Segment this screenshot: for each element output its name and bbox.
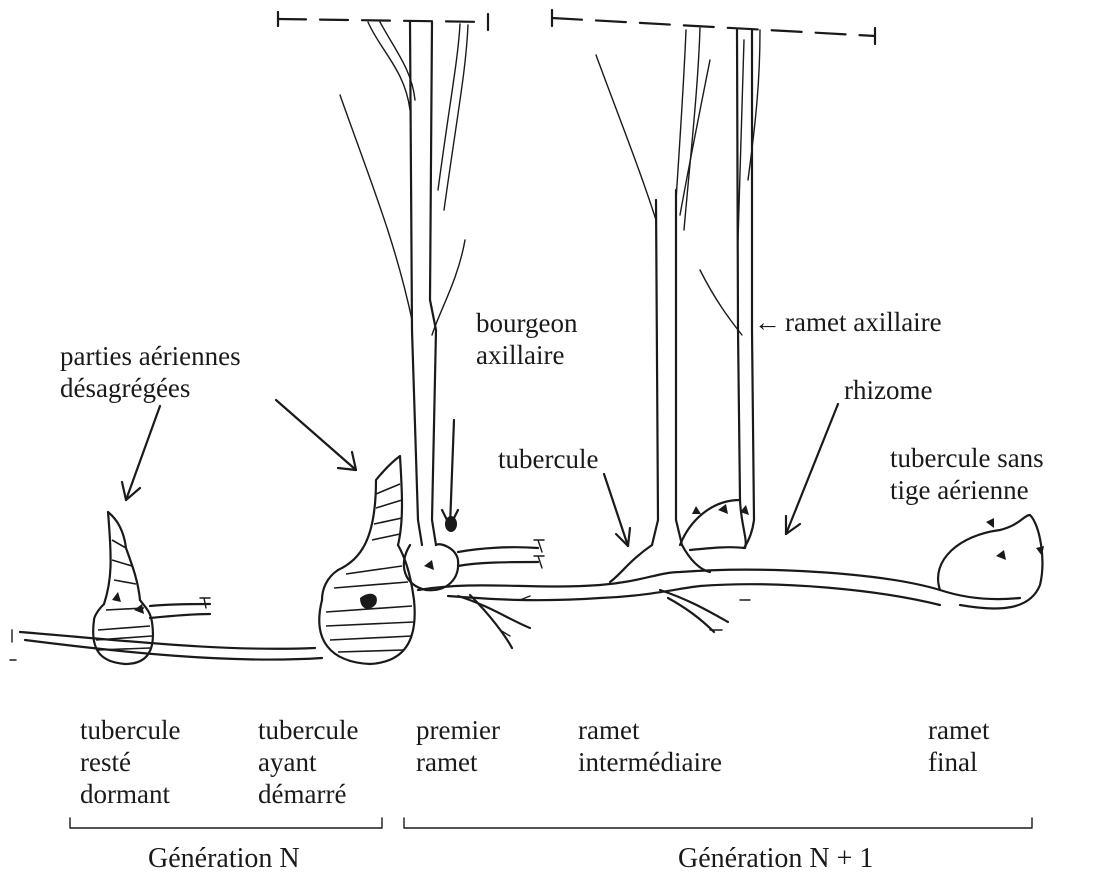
label-ramet-axillaire: ramet axillaire — [785, 307, 942, 337]
label-tubercule-sans-tige: tubercule sans tige aérienne — [890, 442, 1044, 506]
stem-cut-markers — [278, 10, 875, 44]
rhizome-line — [20, 547, 1020, 659]
started-tuber — [319, 456, 414, 664]
stage-final: ramet final — [928, 714, 989, 778]
generation-brackets — [70, 818, 1032, 828]
stage-demarre: tubercule ayant démarré — [258, 714, 358, 810]
label-rhizome: rhizome — [844, 374, 932, 406]
label-ramet-axillaire-group: ← ramet axillaire — [754, 306, 942, 338]
arrow-left-icon: ← — [754, 307, 781, 337]
final-ramet-stem — [680, 30, 760, 550]
generation-n1: Génération N + 1 — [678, 843, 873, 875]
pointer-arrows — [122, 400, 838, 546]
stage-intermediaire: ramet intermédiaire — [578, 714, 722, 778]
premier-ramet-stem — [340, 22, 468, 590]
label-parties-aeriennes: parties aériennes désagrégées — [60, 340, 241, 404]
label-tubercule: tubercule — [498, 443, 598, 475]
label-bourgeon-axillaire: bourgeon axillaire — [476, 307, 578, 371]
root-tips — [10, 540, 750, 660]
stage-premier: premier ramet — [416, 714, 500, 778]
stage-dormant: tubercule resté dormant — [80, 714, 180, 810]
generation-n: Génération N — [148, 843, 300, 875]
